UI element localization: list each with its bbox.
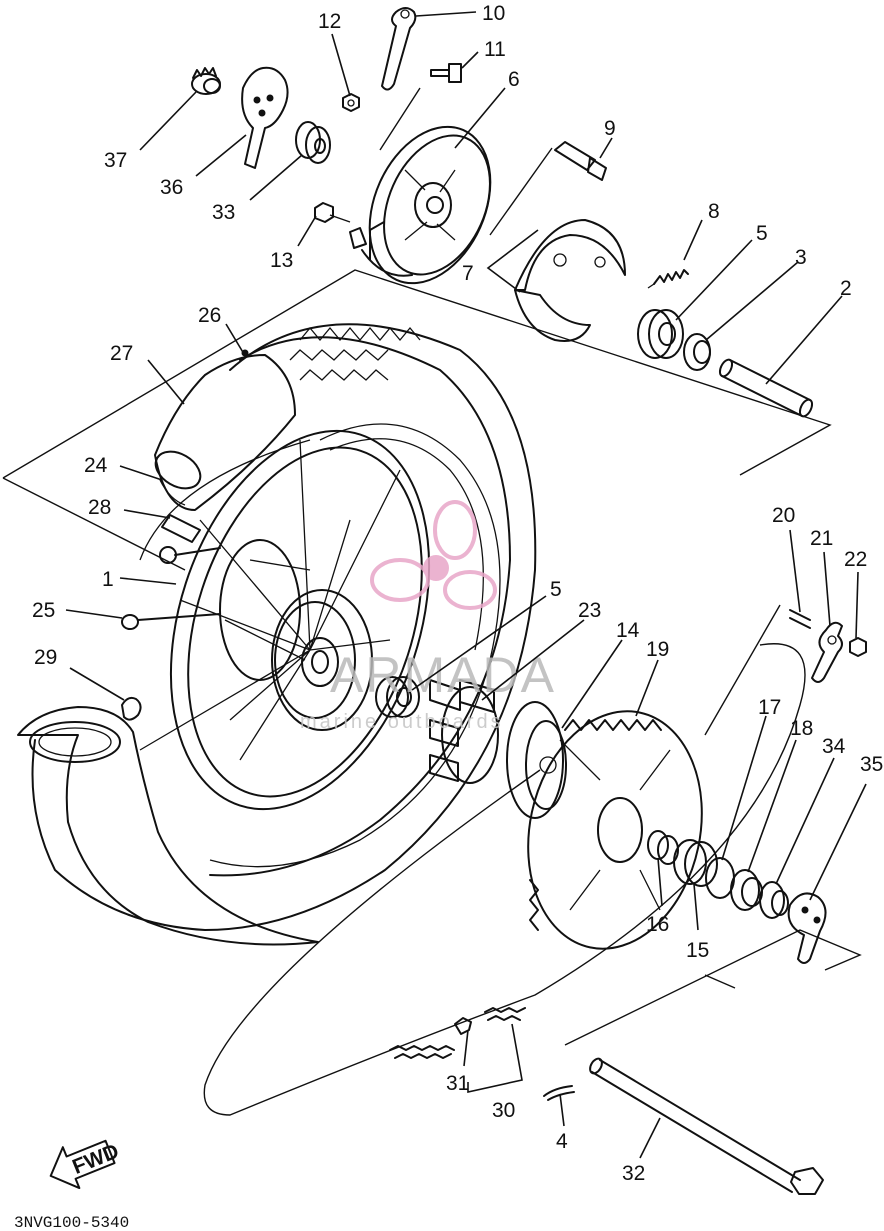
wheel-axle-32 xyxy=(589,1057,824,1195)
callout-21: 21 xyxy=(810,527,833,550)
callout-24: 24 xyxy=(84,454,108,477)
callout-9: 9 xyxy=(604,117,616,140)
callout-12: 12 xyxy=(318,10,341,33)
watermark: ARMADA marine outboards xyxy=(300,500,556,733)
nut-22 xyxy=(849,637,867,657)
hub-assembly xyxy=(219,539,373,731)
callout-32: 32 xyxy=(622,1162,645,1185)
nut-13 xyxy=(314,202,334,223)
adjusting-bolt-20 xyxy=(789,609,811,629)
spring-8 xyxy=(647,269,689,289)
callout-20: 20 xyxy=(772,504,795,527)
bearing-5-top xyxy=(637,309,684,359)
watermark-tagline: marine outboards xyxy=(300,711,504,733)
callout-6: 6 xyxy=(508,68,520,91)
brake-shoe-plate-6 xyxy=(349,125,492,285)
rim-1 xyxy=(139,429,431,811)
callout-31: 31 xyxy=(446,1072,469,1095)
sprocket-plate-36 xyxy=(241,66,289,169)
collar-37 xyxy=(191,67,221,95)
collar-34 xyxy=(759,881,789,919)
callout-11: 11 xyxy=(484,38,506,61)
bushing-33 xyxy=(295,121,331,164)
callout-5-top: 5 xyxy=(756,222,768,245)
clutch-hub-23 xyxy=(429,679,499,784)
callout-25: 25 xyxy=(32,599,55,622)
drive-chain-30 xyxy=(203,643,806,1116)
bearing-5-lower xyxy=(375,676,420,718)
tension-bar-10 xyxy=(381,7,417,91)
callout-28: 28 xyxy=(88,496,111,519)
callout-26: 26 xyxy=(198,304,221,327)
brake-shoe-set-7 xyxy=(514,219,626,342)
sprocket-19 xyxy=(527,710,703,950)
callout-30: 30 xyxy=(492,1099,515,1122)
callout-17: 17 xyxy=(758,696,781,719)
callout-3: 3 xyxy=(795,246,807,269)
forward-arrow-icon: FWD xyxy=(49,1140,122,1190)
callout-1: 1 xyxy=(102,568,114,591)
brake-camshaft-9 xyxy=(554,141,607,181)
tube-24 xyxy=(159,479,186,506)
chain-puller-21 xyxy=(811,621,843,683)
cotter-pin-4 xyxy=(543,1085,575,1101)
callout-37: 37 xyxy=(104,149,127,172)
callout-2: 2 xyxy=(840,277,852,300)
callout-8: 8 xyxy=(708,200,720,223)
damper-14 xyxy=(506,701,567,819)
circlip-18 xyxy=(730,869,763,911)
callout-23: 23 xyxy=(578,599,601,622)
callout-35: 35 xyxy=(860,753,883,776)
joint-31 xyxy=(454,1017,472,1035)
callout-27: 27 xyxy=(110,342,133,365)
callout-7: 7 xyxy=(462,262,474,285)
nipple-26 xyxy=(241,349,249,357)
callout-4: 4 xyxy=(556,1130,568,1153)
callout-18: 18 xyxy=(790,717,813,740)
callout-5-lower: 5 xyxy=(550,578,562,601)
diagram-code: 3NVG100-5340 xyxy=(14,1214,129,1231)
spoke-bolt-left xyxy=(159,546,221,564)
valve-28 xyxy=(161,514,201,543)
callout-14: 14 xyxy=(616,619,640,642)
callout-33: 33 xyxy=(212,201,235,224)
callout-labels: 10 12 11 6 37 36 33 13 9 8 7 5 3 2 26 27 xyxy=(32,2,883,1185)
callout-22: 22 xyxy=(844,548,867,571)
oil-seal-17 xyxy=(705,857,735,899)
callout-15: 15 xyxy=(686,939,709,962)
nut-12 xyxy=(342,93,360,112)
watermark-logo-icon xyxy=(370,500,497,610)
rear-tire-assembly xyxy=(17,323,537,946)
nut-25 xyxy=(121,613,221,630)
callout-19: 19 xyxy=(646,638,669,661)
balancer-29 xyxy=(121,696,142,721)
rim-band-27 xyxy=(154,354,296,511)
callout-13: 13 xyxy=(270,249,293,272)
callout-10: 10 xyxy=(482,2,505,25)
callout-36: 36 xyxy=(160,176,183,199)
oil-seal-3 xyxy=(683,333,711,371)
callout-34: 34 xyxy=(822,735,846,758)
watermark-brand: ARMADA xyxy=(330,647,556,703)
callout-16: 16 xyxy=(646,913,669,936)
assembly-reference-lines xyxy=(2,87,862,1046)
chain-puller-35 xyxy=(787,892,827,964)
spacer-2 xyxy=(718,358,814,418)
bolt-11 xyxy=(430,63,462,83)
bearing-15 xyxy=(673,839,718,887)
callout-29: 29 xyxy=(34,646,57,669)
